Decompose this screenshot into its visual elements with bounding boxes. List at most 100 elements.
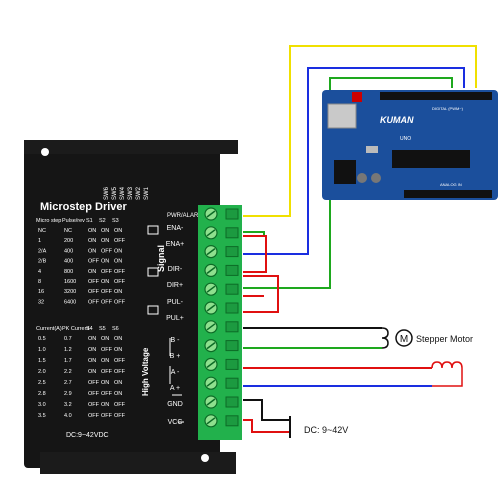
current-table-cell: OFF (88, 380, 100, 386)
arduino-board: KUMAN DIGITAL (PWM~) ANALOG IN UNO (322, 90, 498, 200)
dc-jack (334, 160, 356, 184)
terminal-socket (225, 377, 239, 389)
micro-table-cell: 1 (38, 238, 41, 244)
driver-body (24, 150, 220, 468)
wire-ena-minus (243, 45, 477, 217)
wire-vcc (243, 419, 290, 433)
terminal-socket (225, 227, 239, 239)
micro-table-cell: ON (88, 238, 96, 244)
current-table-cell: OFF (114, 402, 126, 408)
micro-table-cell: 400 (64, 248, 73, 254)
micro-table-cell: OFF (88, 259, 100, 265)
terminal-screw-slot (206, 285, 216, 293)
current-table-header: S5 (99, 326, 106, 332)
current-table-cell: OFF (101, 347, 113, 353)
current-table-cell: 2.5 (38, 380, 46, 386)
terminal-screw-slot (206, 229, 216, 237)
micro-table-cell: OFF (101, 299, 113, 305)
terminal-screws (204, 207, 239, 428)
micro-table-cell: OFF (114, 269, 126, 275)
terminal-socket (225, 321, 239, 333)
mount-hole-bottom (201, 454, 209, 462)
terminal-screw-slot (206, 210, 216, 218)
micro-table-cell: ON (101, 238, 109, 244)
micro-table-cell: 6400 (64, 299, 76, 305)
pwr-alarm-label: PWR/ALARM (167, 213, 203, 219)
current-table-header: Current(A) (36, 326, 62, 332)
current-table-cell: ON (101, 380, 109, 386)
motor-symbol-circle (395, 329, 413, 347)
current-table-cell: 1.5 (38, 358, 46, 364)
wires (243, 45, 477, 433)
micro-table-cell: 4 (38, 269, 41, 275)
wire-ena-plus-blue (243, 67, 465, 255)
wire-ena-plus (243, 231, 265, 236)
capacitor-2 (371, 173, 381, 183)
terminal-label: A - (171, 369, 180, 376)
micro-table-cell: 400 (64, 259, 73, 265)
terminal-socket (225, 302, 239, 314)
terminal-label: B + (170, 353, 181, 360)
micro-table-cell: NC (38, 228, 46, 234)
current-table-cell: ON (101, 336, 109, 342)
micro-table-cell: ON (114, 228, 122, 234)
terminal-label: ENA- (167, 225, 184, 232)
arduino-pcb (322, 90, 498, 200)
terminal-label: GND (167, 401, 183, 408)
switch-label: SW3 (128, 186, 134, 200)
current-table-cell: 1.7 (64, 358, 72, 364)
current-table-cell: 1.0 (38, 347, 46, 353)
micro-table-cell: ON (88, 228, 96, 234)
driver-top-tab (24, 140, 238, 154)
micro-table-cell: OFF (114, 279, 126, 285)
terminal-screw-slot (206, 248, 216, 256)
micro-table-header: S2 (99, 218, 106, 224)
micro-table-cell: 800 (64, 269, 73, 275)
terminal-screw-slot (206, 342, 216, 350)
current-table-header: PK Current (62, 326, 90, 332)
switch-label: SW1 (144, 186, 150, 200)
micro-table-cell: OFF (88, 289, 100, 295)
terminal-screw-slot (206, 304, 216, 312)
micro-table-cell: ON (101, 228, 109, 234)
header-digital (380, 92, 492, 100)
current-table-cell: ON (101, 358, 109, 364)
current-table-cell: OFF (88, 402, 100, 408)
current-table-cell: 2.0 (38, 369, 46, 375)
micro-table-cell: NC (64, 228, 72, 234)
current-table-cell: OFF (114, 369, 126, 375)
current-table-cell: 3.0 (38, 402, 46, 408)
current-table-cell: OFF (101, 413, 113, 419)
current-table-cell: OFF (88, 391, 100, 397)
high-voltage-label: High Voltage (141, 347, 150, 396)
driver-title: Microstep Driver (40, 201, 128, 213)
micro-table-cell: 1600 (64, 279, 76, 285)
terminal-screw-slot (206, 360, 216, 368)
terminal-label: VCC (168, 419, 183, 426)
current-table-cell: 0.5 (38, 336, 46, 342)
current-table-header: S4 (86, 326, 93, 332)
terminal-screw-slot (206, 398, 216, 406)
motor-label: Stepper Motor (416, 334, 473, 344)
current-table-cell: 2.7 (64, 380, 72, 386)
arduino-text-digital: DIGITAL (PWM~) (432, 106, 464, 111)
terminal-label: A + (170, 385, 180, 392)
reset-button (352, 92, 362, 102)
signal-label: Signal (156, 245, 166, 272)
switch-label: SW5 (112, 186, 118, 200)
micro-table-cell: ON (88, 269, 96, 275)
terminal-socket (225, 208, 239, 220)
switch-label: SW4 (120, 186, 126, 200)
micro-table-header: Micro step (36, 218, 61, 224)
terminal-socket (225, 246, 239, 258)
micro-table-header: Pulse/rev (62, 218, 85, 224)
micro-table-cell: 16 (38, 289, 44, 295)
micro-table-cell: OFF (101, 289, 113, 295)
terminal-socket (225, 396, 239, 408)
micro-table-cell: ON (114, 289, 122, 295)
current-table-cell: 2.2 (64, 369, 72, 375)
terminal-screw-slot (206, 266, 216, 274)
terminal-label: DIR- (168, 266, 183, 273)
